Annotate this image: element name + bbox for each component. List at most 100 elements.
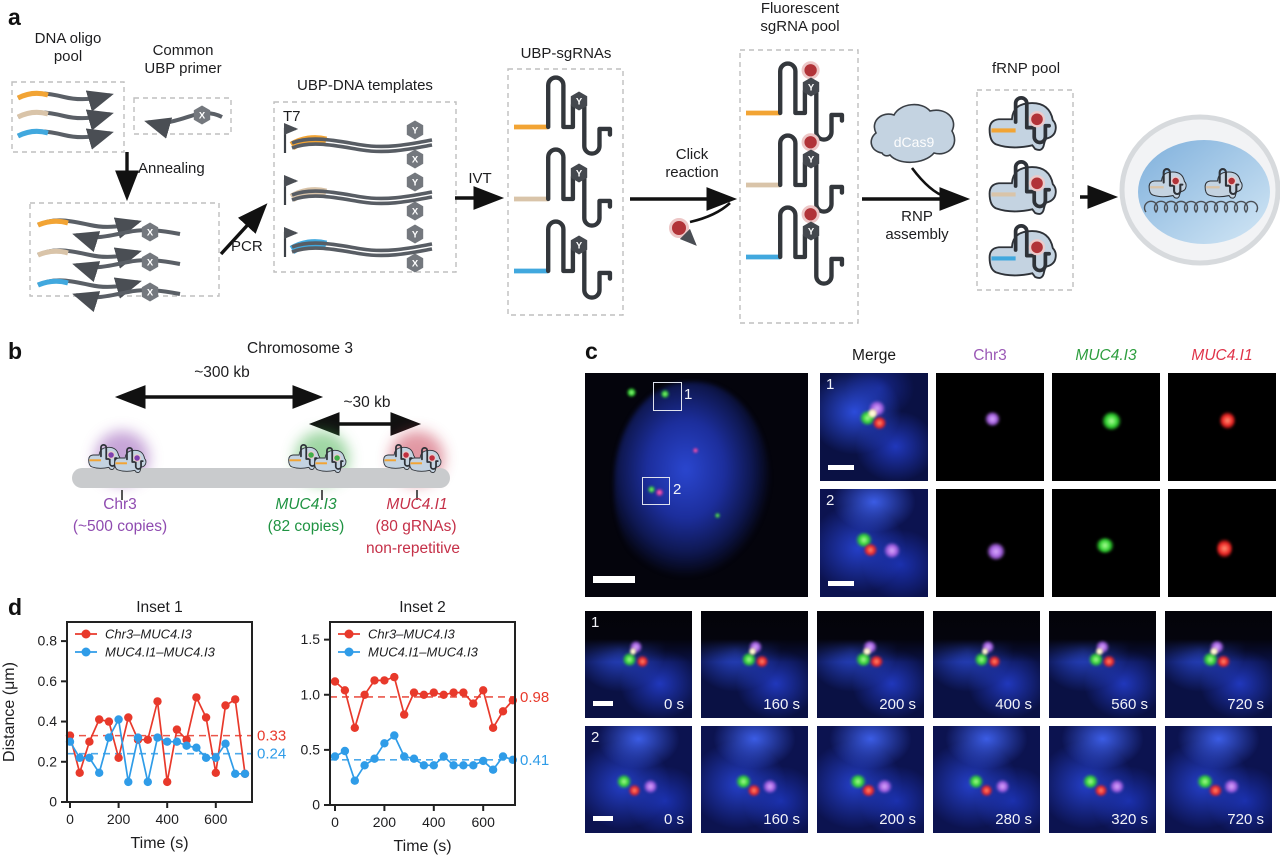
data-point [409, 688, 419, 697]
data-point [201, 713, 211, 722]
ubp-base-hexagon: X [141, 252, 159, 272]
ubp-base-hexagon: X [406, 149, 424, 169]
data-point [340, 746, 350, 756]
y-tick-label: 0 [49, 794, 57, 810]
data-point [498, 707, 508, 716]
muc4i3-locus-label: MUC4.I3 [275, 496, 337, 513]
fluorescence-spot [982, 648, 989, 656]
base-letter: Y [576, 169, 583, 180]
time-frame: 160 s [701, 611, 808, 718]
fluorescence-spot [749, 648, 757, 656]
cell-frnps [1148, 168, 1243, 199]
data-point [221, 739, 230, 748]
time-label: 400 s [995, 696, 1032, 713]
channel-header-chr3: Chr3 [973, 347, 1007, 364]
base-letter: Y [412, 126, 419, 137]
data-point [153, 733, 162, 742]
fluorescence-spot [995, 779, 1009, 793]
panel-a-schematic: dCas9 [11, 49, 1280, 324]
fluorophore-dot [1028, 111, 1046, 128]
data-point [429, 761, 438, 770]
inset-index: 2 [826, 492, 835, 509]
merge-inset-2: 2 [820, 489, 928, 597]
y-axis-label: Distance (μm) [1, 662, 18, 762]
dashed-boxes [11, 49, 1074, 324]
y-tick-label: 1.5 [301, 631, 321, 647]
time-frame: 200 s [817, 726, 924, 833]
x-axis-label: Time (s) [130, 835, 188, 852]
plot-frame [66, 621, 253, 803]
fluorescence-spot [617, 775, 632, 789]
nucleus [613, 381, 771, 591]
scale-bar [828, 581, 854, 586]
plot-frame [329, 621, 516, 806]
data-point [231, 769, 240, 778]
data-point [330, 677, 340, 686]
primer-box [133, 97, 232, 135]
data-point [330, 752, 340, 761]
fluorescence-spot [627, 388, 636, 397]
fluorescence-spot [864, 544, 878, 557]
fluorescence-spot [622, 652, 636, 666]
data-point [370, 754, 379, 763]
frnp-pool-glyphs [988, 96, 1057, 279]
fluorescence-spot [974, 652, 988, 666]
channel-header-muc4.i3: MUC4.I3 [1075, 347, 1137, 364]
data-point [380, 739, 389, 748]
roi-2-label: 2 [673, 481, 682, 498]
ivt-label: IVT [468, 170, 492, 187]
chromosome-bar [72, 468, 450, 488]
chr3-copies-label: (~500 copies) [72, 518, 168, 535]
data-point [449, 688, 458, 697]
fluorescence-spot [1216, 538, 1232, 558]
legend-label: Chr3–MUC4.I3 [105, 627, 192, 642]
data-point [85, 753, 94, 762]
roi-box-2 [642, 477, 670, 505]
base-letter: Y [808, 155, 815, 166]
x-tick-label: 200 [373, 814, 397, 830]
data-point [390, 672, 399, 682]
base-letter: X [412, 259, 419, 270]
muc4i3-inset-2 [1052, 489, 1160, 597]
base-letter: X [147, 258, 154, 269]
ubp-base-hexagon: X [141, 282, 159, 302]
fluorescence-spot [736, 775, 752, 789]
data-point [400, 752, 409, 761]
data-point [390, 731, 399, 740]
time-label: 200 s [879, 696, 916, 713]
x-tick-label: 600 [204, 811, 228, 827]
fluorophore-dot [1028, 239, 1046, 256]
fluorophore-dot [133, 454, 141, 462]
fluorescence-spot [656, 489, 663, 496]
y-tick-label: 0.2 [38, 753, 58, 769]
fluorophore-dot [669, 218, 689, 238]
time-label: 200 s [879, 811, 916, 828]
data-point [104, 733, 114, 742]
fluorescence-spot [1219, 411, 1235, 429]
dna-oligo-strands [16, 90, 114, 150]
frnp-glyph [988, 96, 1057, 151]
time-frame: 720 s [1165, 726, 1272, 833]
data-point [469, 761, 478, 770]
y-tick-label: 0.4 [38, 713, 58, 729]
oligo-tan [16, 109, 49, 120]
base-letter: X [199, 111, 206, 122]
panel-d-label: d [8, 594, 23, 620]
data-point [153, 697, 162, 706]
data-point [479, 756, 488, 766]
base-letter: X [412, 207, 419, 218]
fluorescence-spot [872, 417, 886, 430]
chr3-inset-1 [936, 373, 1044, 481]
fluorescence-spot [863, 648, 872, 656]
fluorophore-dot [307, 451, 315, 459]
frnp-glyph [114, 447, 147, 473]
ubp-sgrnas-glyphs [514, 61, 845, 300]
fluorescence-spot [855, 533, 872, 548]
oligo-blue [16, 128, 49, 139]
nucleus-overview-image: 1 2 [585, 373, 808, 597]
cell-nucleus [1138, 140, 1270, 244]
frnp-glyph [1204, 168, 1243, 199]
annealed-duplexes [37, 217, 181, 313]
data-point [419, 761, 429, 770]
